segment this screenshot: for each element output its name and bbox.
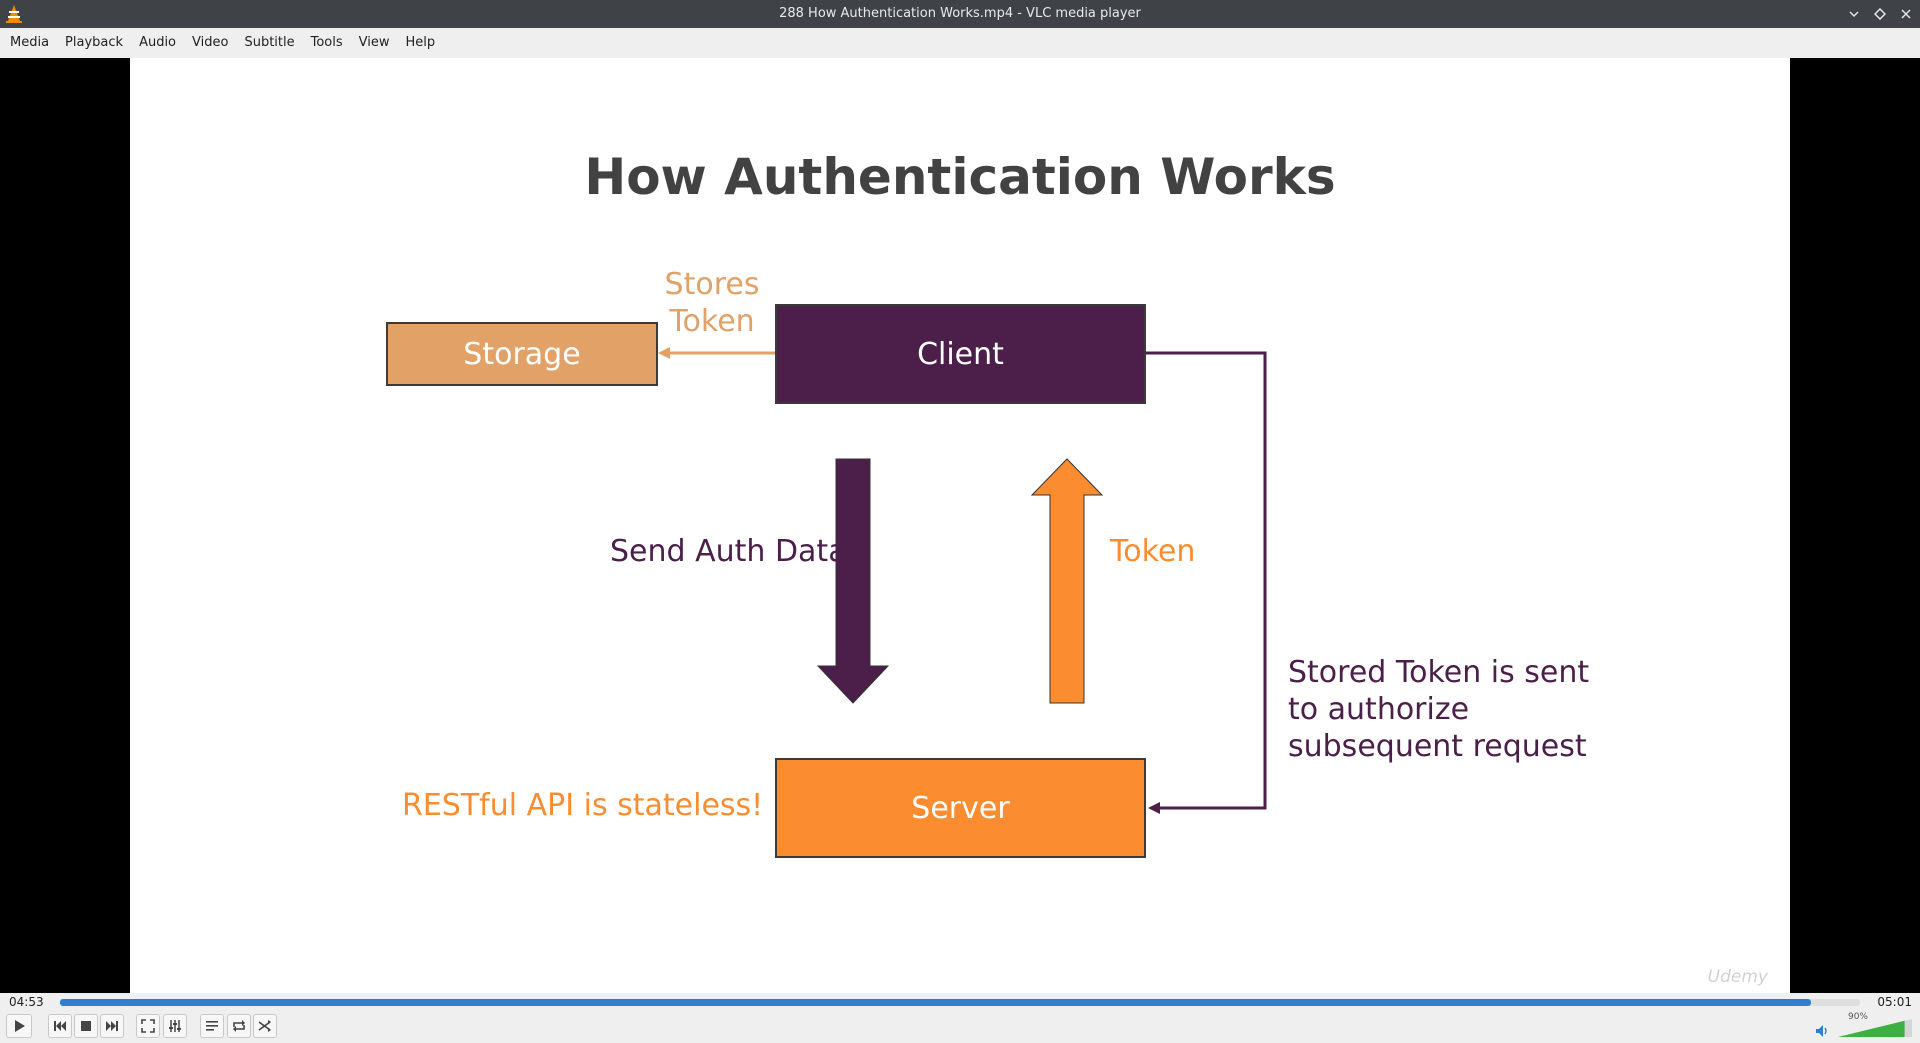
speaker-icon[interactable]: [1814, 1023, 1830, 1039]
menu-subtitle[interactable]: Subtitle: [244, 35, 295, 50]
seek-row: 04:53 05:01: [0, 993, 1920, 1011]
send-auth-arrow: [816, 458, 890, 704]
fullscreen-icon: [141, 1019, 155, 1033]
token-up-arrow: [1030, 458, 1104, 704]
previous-button[interactable]: [48, 1014, 72, 1038]
menu-help[interactable]: Help: [405, 35, 436, 50]
total-time: 05:01: [1877, 995, 1912, 1009]
menu-tools[interactable]: Tools: [310, 35, 343, 50]
volume-slider[interactable]: [1838, 1019, 1912, 1037]
extended-settings-icon: [169, 1020, 181, 1032]
diagram-arrows: [658, 347, 1267, 814]
current-time: 04:53: [9, 995, 44, 1009]
menu-playback[interactable]: Playback: [65, 35, 124, 50]
loop-icon: [233, 1020, 245, 1032]
stop-button[interactable]: [74, 1014, 98, 1038]
token-label: Token: [1110, 534, 1196, 569]
stored-token-arrowhead: [1148, 802, 1160, 814]
slide-title: How Authentication Works: [584, 148, 1336, 206]
client-box: Client: [775, 304, 1146, 404]
extended-settings-button[interactable]: [163, 1014, 187, 1038]
menu-audio[interactable]: Audio: [139, 35, 177, 50]
minimize-icon[interactable]: [1846, 6, 1862, 22]
seek-progress: [60, 999, 1812, 1006]
previous-icon: [54, 1021, 66, 1031]
stores-token-line2: Token: [669, 304, 755, 339]
playlist-button[interactable]: [200, 1014, 224, 1038]
menu-view[interactable]: View: [358, 35, 390, 50]
control-bar: 90%: [0, 1011, 1920, 1043]
seek-slider[interactable]: [60, 999, 1860, 1006]
playlist-icon: [206, 1021, 218, 1031]
stores-token-arrowhead: [658, 347, 670, 359]
next-button[interactable]: [100, 1014, 124, 1038]
server-box: Server: [775, 758, 1146, 858]
stored-token-path: [1146, 351, 1267, 810]
menu-media[interactable]: Media: [10, 35, 50, 50]
stores-token-line1: Stores: [664, 267, 760, 302]
stop-icon: [81, 1021, 91, 1031]
udemy-watermark: Udemy: [1707, 967, 1768, 987]
shuffle-button[interactable]: [253, 1014, 277, 1038]
send-auth-label: Send Auth Data: [610, 534, 847, 569]
loop-button[interactable]: [227, 1014, 251, 1038]
window-title: 288 How Authentication Works.mp4 - VLC m…: [779, 6, 1141, 21]
restore-icon[interactable]: [1872, 6, 1888, 22]
restful-note: RESTful API is stateless!: [402, 788, 764, 823]
storage-box: Storage: [386, 322, 658, 386]
play-icon: [15, 1020, 25, 1032]
slide: How Authentication Works Storage Client …: [130, 58, 1790, 993]
close-icon[interactable]: [1898, 6, 1914, 22]
volume-percent: 90%: [1847, 1012, 1868, 1022]
title-bar: 288 How Authentication Works.mp4 - VLC m…: [0, 0, 1920, 28]
fullscreen-button[interactable]: [136, 1014, 160, 1038]
play-button[interactable]: [6, 1014, 32, 1038]
next-icon: [106, 1021, 118, 1031]
window-controls: [1846, 0, 1914, 28]
shuffle-icon: [258, 1020, 271, 1032]
menu-bar: Media Playback Audio Video Subtitle Tool…: [0, 28, 1920, 58]
video-area[interactable]: How Authentication Works Storage Client …: [0, 58, 1920, 993]
vlc-cone-icon: [6, 5, 22, 23]
menu-video[interactable]: Video: [192, 35, 229, 50]
stored-token-note: Stored Token is sent to authorize subseq…: [1288, 655, 1590, 764]
stores-token-label: Stores Token: [660, 266, 764, 340]
volume-level: [1838, 1020, 1905, 1037]
